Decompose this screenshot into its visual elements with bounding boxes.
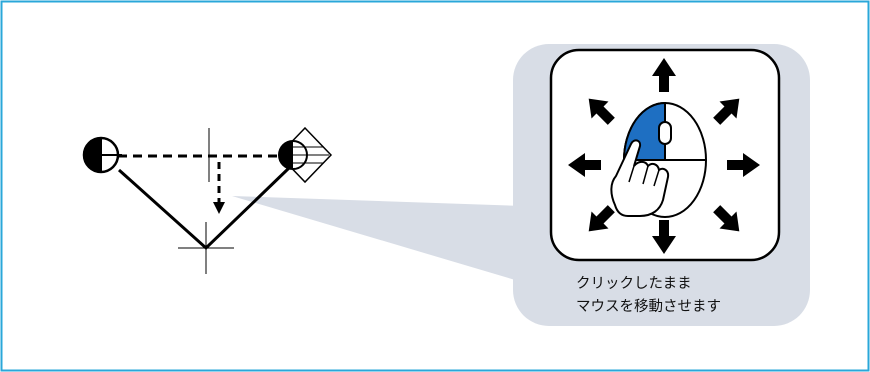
- left-circle-icon: [82, 136, 122, 174]
- callout-caption-line1: クリックしたまま: [576, 276, 692, 292]
- construction-diagram: [82, 126, 333, 274]
- arrow-icon: [568, 58, 760, 254]
- callout-caption-line2: マウスを移動させます: [576, 299, 721, 315]
- hand-pointer-icon: [610, 139, 670, 217]
- mouse-drag-panel: [549, 48, 781, 262]
- right-diamond-icon: [277, 126, 333, 184]
